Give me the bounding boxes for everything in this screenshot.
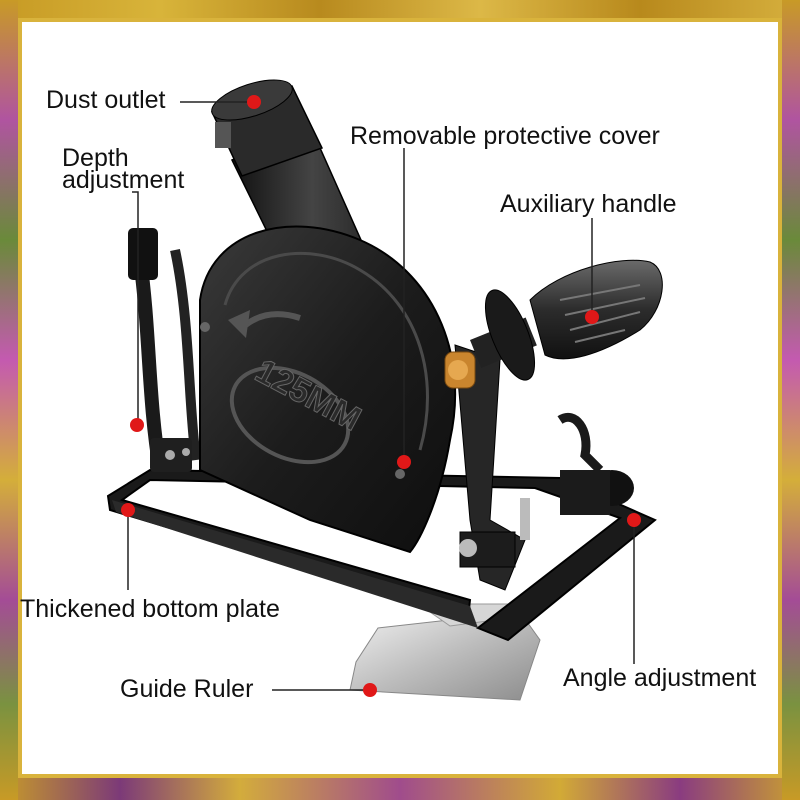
marker-auxiliary-handle — [585, 310, 599, 324]
decorative-border-left — [0, 0, 18, 800]
decorative-border-bottom — [0, 778, 800, 800]
label-auxiliary-handle: Auxiliary handle — [500, 190, 677, 218]
label-angle-adjustment: Angle adjustment — [563, 664, 757, 692]
angle-adjustment-bracket — [557, 413, 634, 515]
marker-guide-ruler — [363, 683, 377, 697]
decorative-border-right — [782, 0, 800, 800]
label-guide-ruler: Guide Ruler — [120, 675, 254, 703]
marker-dust-outlet — [247, 95, 261, 109]
label-depth-adjustment-line1: Depth — [62, 144, 129, 172]
callout-line-depth-adjustment — [132, 191, 139, 424]
gold-trim-left — [18, 18, 22, 778]
marker-removable-cover — [397, 455, 411, 469]
marker-depth-adjustment — [130, 418, 144, 432]
marker-bottom-plate — [121, 503, 135, 517]
gold-trim-top — [18, 18, 782, 22]
label-dust-outlet: Dust outlet — [46, 86, 166, 114]
protective-cover: 125MM — [199, 225, 457, 554]
gold-trim-right — [778, 18, 782, 778]
auxiliary-handle — [444, 259, 663, 389]
callout-markers — [121, 95, 641, 697]
decorative-border-top — [0, 0, 800, 18]
depth-adjustment-arm — [128, 228, 201, 472]
gold-trim-bottom — [18, 774, 782, 778]
angle-support-column — [454, 344, 530, 591]
label-thickened-bottom-plate: Thickened bottom plate — [20, 595, 280, 623]
label-removable-cover: Removable protective cover — [350, 122, 660, 150]
callout-lines — [127, 101, 635, 691]
marker-angle-adjustment — [627, 513, 641, 527]
label-depth-adjustment-line2: adjustment — [62, 166, 185, 194]
